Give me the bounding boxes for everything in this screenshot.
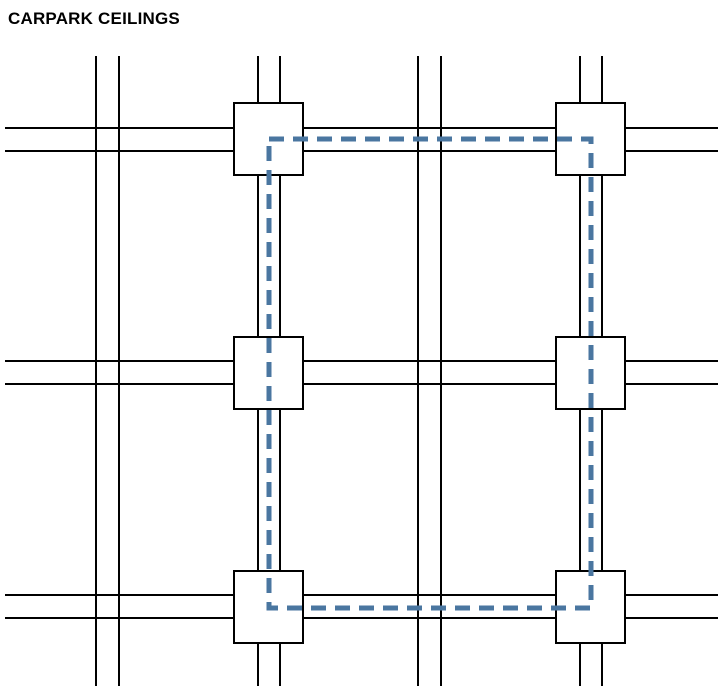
column: [555, 570, 626, 644]
columns: [233, 102, 626, 644]
diagram-title: CARPARK CEILINGS: [8, 9, 180, 28]
services-route-dashed-outline: [266, 136, 594, 611]
column: [233, 102, 304, 176]
